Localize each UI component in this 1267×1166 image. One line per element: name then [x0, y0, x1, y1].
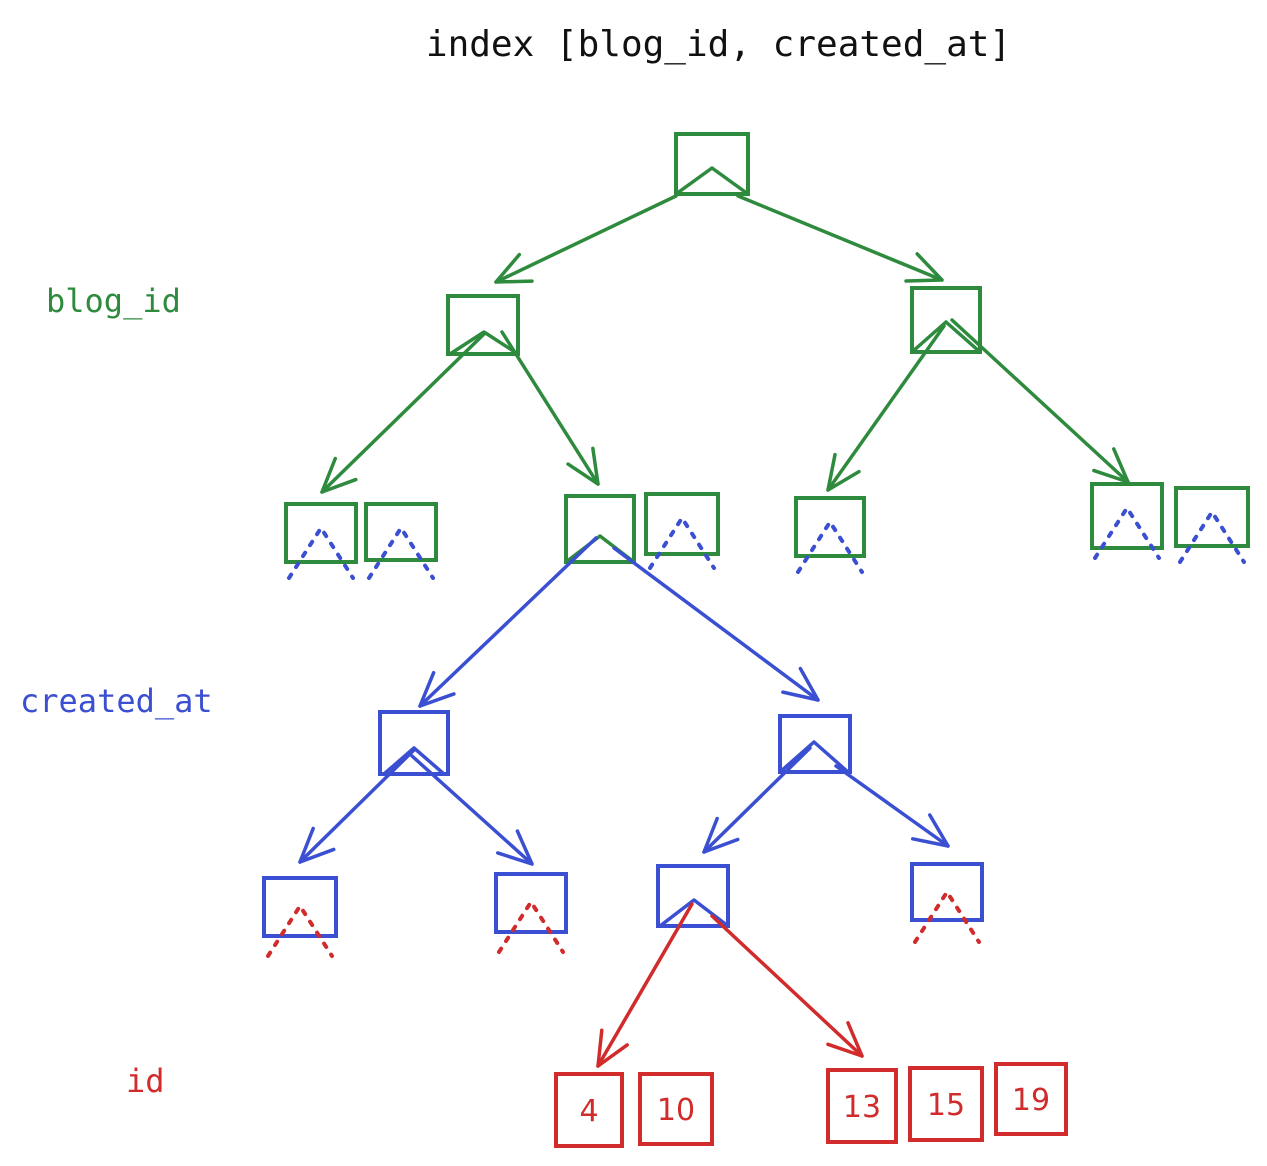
created-node-right: [778, 714, 852, 774]
level-label-created-at: created_at: [20, 682, 213, 720]
level-label-id: id: [126, 1062, 165, 1100]
id-leaf-4: [908, 1066, 984, 1142]
edge-root-left: [494, 194, 678, 284]
blog-leaf-7: [1174, 486, 1250, 548]
blog-leaf-2-more: [367, 524, 435, 580]
created-leaf-3: [656, 864, 730, 928]
created-node-right-split: [778, 740, 850, 774]
edge-root-right-head: [904, 252, 944, 283]
edge-root-left-head: [494, 252, 534, 284]
edge-l1right-b: [950, 318, 1130, 484]
node-l1-left-split: [449, 330, 519, 356]
blog-leaf-6: [1090, 482, 1164, 550]
edge-created-left: [418, 536, 598, 708]
id-leaf-1: [554, 1072, 624, 1148]
blog-leaf-4: [644, 492, 720, 556]
edge-l1left-a: [320, 332, 486, 494]
blog-leaf-4-more: [648, 514, 716, 570]
blog-leaf-3: [564, 494, 636, 564]
root-node: [674, 132, 750, 196]
edge-created-right: [612, 546, 820, 702]
edge-cr-b: [834, 764, 950, 848]
created-leaf-3-split: [658, 898, 730, 928]
created-node-left: [378, 710, 450, 776]
id-leaf-1-value: 4: [579, 1094, 598, 1129]
created-leaf-2-more: [497, 898, 565, 954]
blog-leaf-1-more: [287, 524, 355, 580]
edge-created-left-head: [418, 670, 456, 708]
edge-cl-b-head: [495, 829, 534, 866]
edge-l1left-b-head: [566, 446, 600, 486]
edge-id-right-head: [826, 1021, 864, 1058]
edge-id-right: [710, 914, 864, 1058]
edge-id-left: [596, 902, 694, 1068]
id-leaf-5: [994, 1062, 1068, 1136]
id-leaf-2: [638, 1072, 714, 1146]
edge-l1left-b: [500, 330, 600, 486]
node-l1-right-split: [910, 320, 982, 354]
blog-leaf-5: [794, 496, 866, 558]
id-leaf-2-value: 10: [657, 1093, 695, 1128]
edge-cr-a: [702, 746, 812, 854]
created-leaf-4-more: [913, 888, 981, 944]
edge-l1left-a-head: [320, 456, 358, 494]
created-leaf-2: [494, 872, 568, 934]
created-node-left-split: [382, 746, 446, 776]
edge-l1right-a-head: [826, 452, 861, 492]
edge-created-right-head: [781, 666, 820, 702]
id-leaf-4-value: 15: [927, 1088, 965, 1123]
edge-id-left-head: [596, 1028, 629, 1068]
edge-cl-a: [298, 748, 416, 864]
blog-leaf-1: [284, 502, 358, 564]
node-l1-right: [910, 286, 982, 354]
created-leaf-1-more: [266, 902, 334, 958]
created-leaf-1: [262, 876, 338, 938]
edge-cr-b-head: [910, 813, 950, 848]
diagram-title: index [blog_id, created_at]: [425, 24, 1012, 65]
level-label-blog-id: blog_id: [46, 282, 181, 320]
edge-cl-b: [410, 754, 534, 866]
root-node-split: [674, 166, 750, 196]
id-leaf-5-value: 19: [1012, 1083, 1050, 1118]
edge-cl-a-head: [298, 826, 336, 864]
node-l1-left: [446, 294, 520, 356]
blog-leaf-6-more: [1093, 504, 1161, 560]
edge-root-right: [736, 194, 944, 282]
edge-l1right-a: [826, 324, 946, 492]
blog-leaf-2: [364, 502, 438, 562]
blog-leaf-7-more: [1178, 508, 1246, 564]
created-leaf-4: [910, 862, 984, 922]
id-leaf-3-value: 13: [843, 1090, 881, 1125]
blog-leaf-5-more: [796, 518, 864, 574]
id-leaf-3: [826, 1068, 898, 1144]
edge-cr-a-head: [702, 816, 740, 854]
